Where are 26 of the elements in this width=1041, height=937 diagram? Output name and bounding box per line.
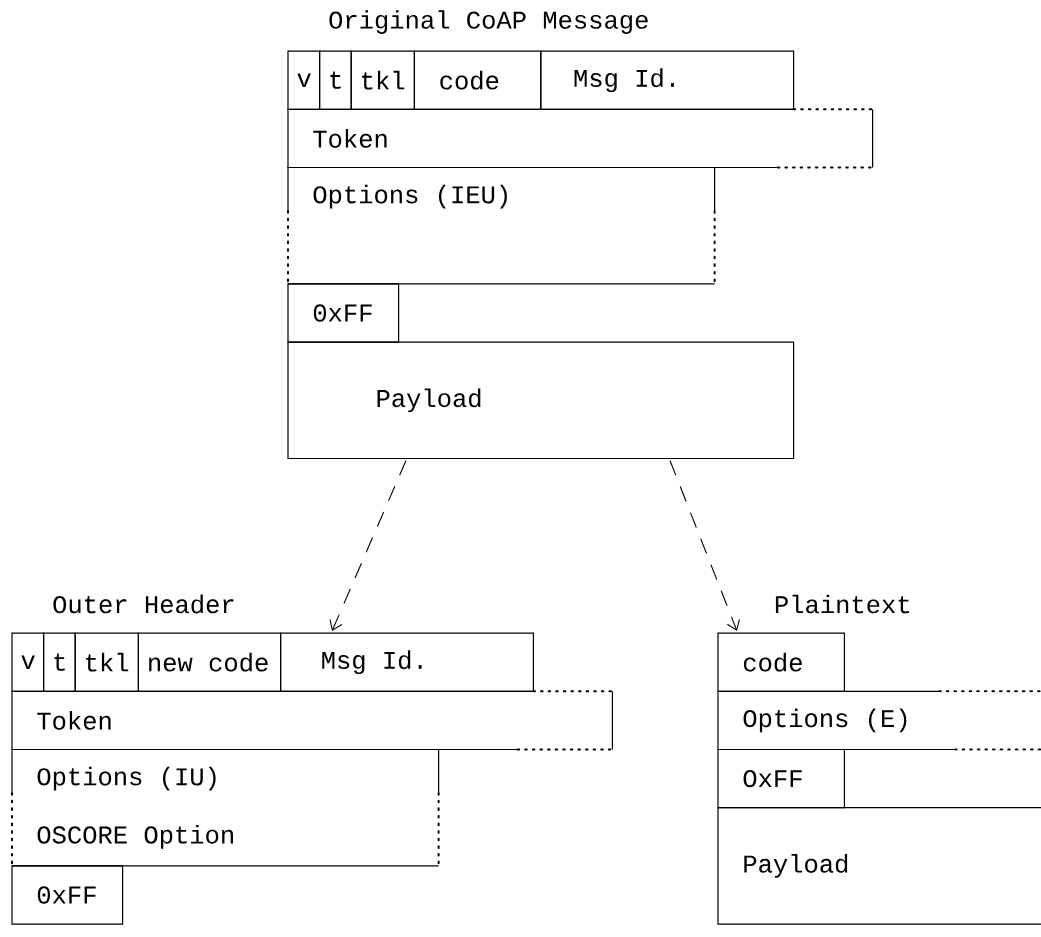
field-box: Msg Id. [540, 50, 795, 110]
field-box: Options (IEU) [287, 166, 716, 285]
message-heading: Original CoAP Message [329, 10, 648, 34]
field-box: v [11, 632, 45, 692]
field-box: 0xFF [11, 865, 124, 925]
field-box: Msg Id. [280, 632, 534, 692]
message-heading: Outer Header [53, 594, 234, 614]
field-box: t [319, 50, 352, 110]
field-box: new code [137, 632, 282, 692]
field-box: code [717, 632, 845, 692]
field-box: tkl [74, 632, 139, 692]
field-box: 0xFF [287, 283, 400, 343]
field-box: Token [287, 108, 874, 169]
field-box: OxFF [717, 748, 845, 809]
field-box: Payload [287, 341, 795, 460]
field-box: Payload [717, 807, 1041, 925]
arrow [669, 459, 740, 632]
field-box: tkl [350, 50, 415, 110]
field-box: Options (E) [717, 690, 1041, 751]
field-box: Token [11, 690, 614, 751]
arrow [329, 459, 407, 632]
field-box: v [287, 50, 321, 110]
message-heading: Plaintext [775, 594, 909, 614]
field-box: Options (IU) OSCORE Option [11, 748, 440, 867]
field-box: code [413, 50, 542, 110]
field-box: t [43, 632, 76, 692]
